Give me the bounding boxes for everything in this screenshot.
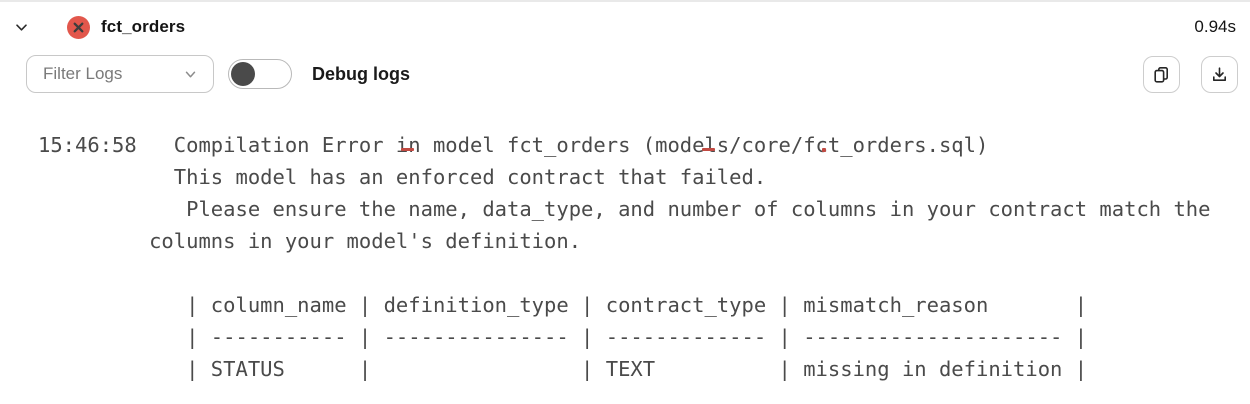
- red-underscore-remnant: [702, 148, 715, 151]
- error-status-badge: [66, 15, 91, 40]
- filter-logs-dropdown[interactable]: Filter Logs: [26, 55, 214, 93]
- log-output-area[interactable]: 15:46:58 Compilation Error in model fct_…: [0, 129, 1250, 385]
- download-icon: [1213, 66, 1226, 81]
- compilation-error-log-text: 15:46:58 Compilation Error in model fct_…: [38, 133, 1211, 381]
- run-duration: 0.94s: [1194, 17, 1236, 36]
- red-descender-remnant: [822, 148, 826, 152]
- clipped-red-error-line-artifact: [0, 148, 1250, 152]
- filter-logs-label: Filter Logs: [43, 64, 123, 83]
- chevron-down-icon: [15, 23, 27, 31]
- chevron-down-icon: [185, 71, 196, 77]
- toggle-knob: [231, 61, 255, 86]
- log-toolbar: Filter Logs Debug logs: [0, 52, 1250, 96]
- error-x-icon: [67, 15, 90, 39]
- copy-logs-button[interactable]: [1143, 55, 1180, 93]
- log-header-row: fct_orders 0.94s: [0, 2, 1250, 52]
- copy-icon: [1154, 66, 1168, 83]
- debug-logs-toggle[interactable]: [228, 59, 292, 89]
- download-logs-button[interactable]: [1201, 55, 1238, 93]
- red-underscore-remnant: [401, 148, 414, 151]
- model-name: fct_orders: [101, 17, 186, 36]
- collapse-chevron-button[interactable]: [10, 16, 32, 38]
- debug-logs-label: Debug logs: [312, 63, 410, 84]
